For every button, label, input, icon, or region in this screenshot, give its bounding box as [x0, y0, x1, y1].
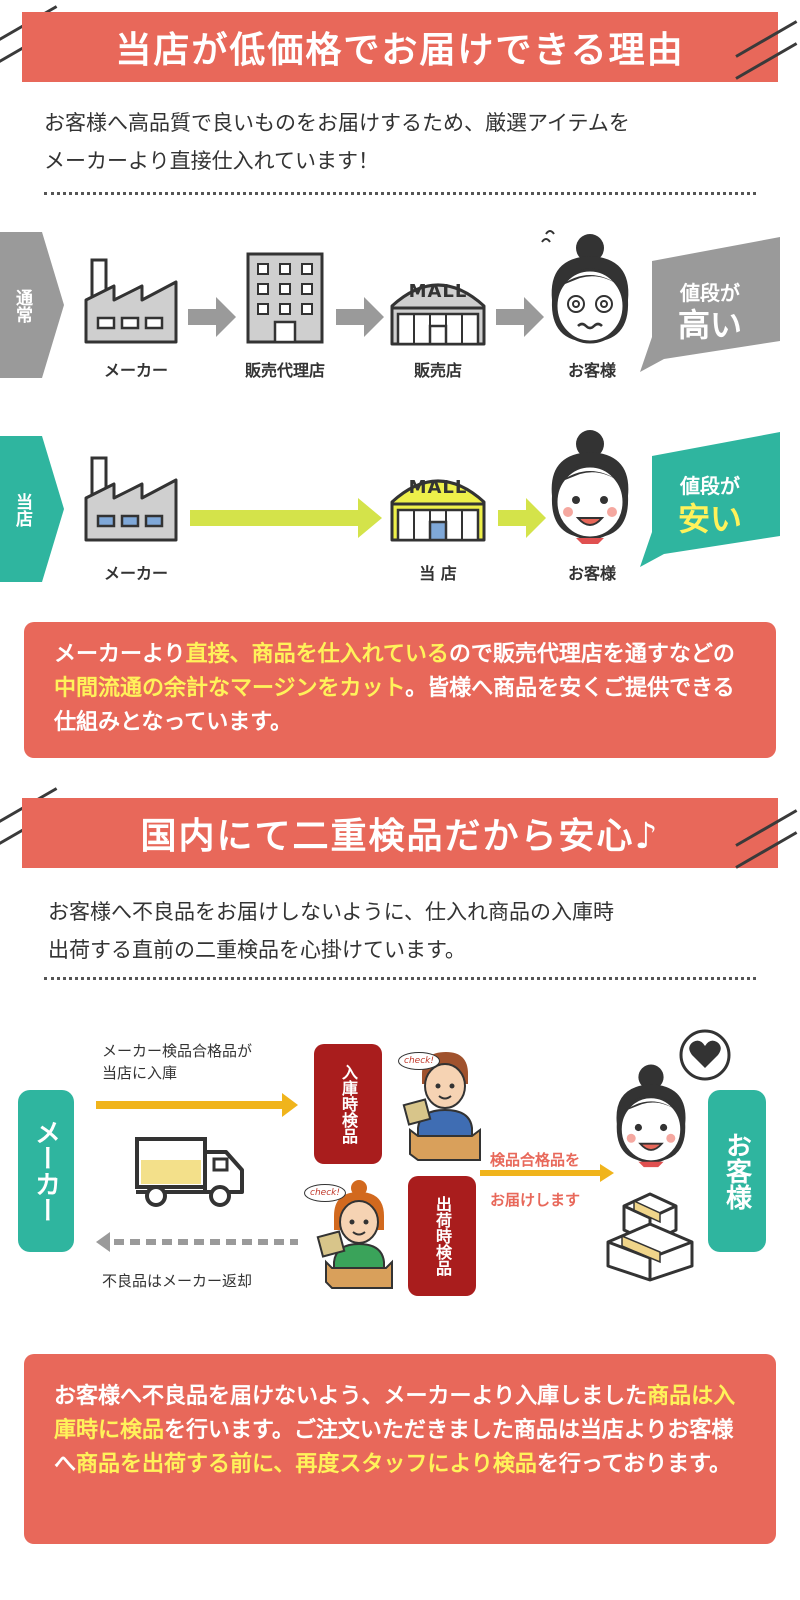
outbound-check-label: 出荷時検品 [433, 1196, 452, 1276]
deliver-note: 検品合格品を お届けします [490, 1140, 620, 1220]
dashed-arrow-left-icon [96, 1232, 298, 1252]
factory-icon [84, 258, 178, 344]
arrow-right-icon [188, 297, 236, 337]
heart-bubble-icon [679, 1029, 731, 1081]
boxes-icon [606, 1192, 694, 1282]
worried-customer-icon [541, 230, 629, 344]
maker-pill: メーカー [18, 1090, 74, 1252]
section1-title: 当店が低価格でお届けできる理由 [115, 30, 685, 71]
section2-title: 国内にて二重検品だから安心♪ [140, 816, 660, 857]
arrival-note: メーカー検品合格品が 当店に入庫 [102, 1040, 312, 1084]
tag-arrow-shape [0, 232, 64, 378]
section1-intro-line1: お客様へ高品質で良いものをお届けするため、厳選アイテムを [44, 111, 630, 135]
office-building-icon [246, 252, 324, 344]
msg-text: ので販売代理店を通すなどの [448, 642, 735, 667]
msg-text: を行っております。 [536, 1452, 731, 1477]
inbound-check-label: 入庫時検品 [339, 1064, 358, 1144]
arrival-note-line1: メーカー検品合格品が [102, 1042, 253, 1060]
section2-intro-line1: お客様へ不良品をお届けしないように、仕入れ商品の入庫時 [48, 900, 614, 924]
section1-title-banner: 当店が低価格でお届けできる理由 [22, 12, 778, 82]
tag-arrow-shape [0, 436, 64, 582]
long-arrow-right-icon [190, 498, 382, 538]
price-low-line1: 値段が [680, 474, 740, 498]
normal-row-tag-text: 通常 [12, 289, 32, 323]
arrow-right-icon [498, 498, 546, 538]
mall-building-icon [390, 479, 486, 542]
dotted-divider [44, 192, 756, 195]
price-badge-shape [640, 237, 780, 372]
section1-intro: お客様へ高品質で良いものをお届けするため、厳選アイテムを メーカーより直接仕入れ… [44, 104, 764, 180]
msg-text: メーカーより [54, 642, 186, 667]
price-badge-shape [640, 432, 780, 567]
mall-building-icon [390, 283, 486, 346]
normal-row-tag: 通常 [0, 232, 64, 378]
maker-pill-label: メーカー [30, 1119, 61, 1223]
msg-highlight: 商品を出荷する前に、再度スタッフにより検品 [76, 1452, 537, 1477]
msg-highlight: 中間流通の余計なマージンをカット [54, 676, 406, 701]
section2-intro: お客様へ不良品をお届けしないように、仕入れ商品の入庫時 出荷する直前の二重検品を… [48, 893, 768, 969]
msg-highlight: 商品は入庫時に検品 [54, 1384, 736, 1443]
happy-customer-icon [616, 1064, 686, 1168]
price-low-line2: 安い [677, 500, 742, 538]
msg-text: お客様へ不良品を届けないよう、メーカーより入庫しました [54, 1384, 648, 1409]
delivery-truck-icon [135, 1137, 244, 1207]
section2-message: お客様へ不良品を届けないよう、メーカーより入庫しました商品は入庫時に検品を行いま… [54, 1380, 746, 1482]
step-label-distributor: 販売代理店 [244, 361, 325, 380]
staff-female-illustration: check! [304, 1180, 394, 1290]
step-label-customer: お客様 [567, 361, 616, 380]
step-label-maker: メーカー [103, 564, 168, 583]
step-label-customer: お客様 [567, 564, 616, 583]
section1-intro-line2: メーカーより直接仕入れています！ [44, 149, 379, 173]
mall-sign: MALL [408, 477, 468, 498]
inbound-check-badge: 入庫時検品 [314, 1044, 382, 1164]
orange-arrow-right-icon [480, 1164, 614, 1182]
staff-male-icon [402, 1052, 481, 1161]
customer-pill-label: お客様 [721, 1132, 752, 1210]
price-high-line2: 高い [677, 306, 742, 344]
section2-intro-line2: 出荷する直前の二重検品を心掛けています。 [48, 938, 466, 962]
check-tag: check! [304, 1184, 346, 1202]
arrow-right-icon [336, 297, 384, 337]
step-label-retailer: 販売店 [413, 361, 462, 380]
customer-pill: お客様 [708, 1090, 766, 1252]
staff-female-icon [316, 1180, 393, 1289]
return-note: 不良品はメーカー返却 [102, 1272, 253, 1290]
deliver-note-line1: 検品合格品を [490, 1151, 581, 1169]
step-label-maker: メーカー [103, 361, 168, 380]
orange-arrow-right-icon [96, 1093, 298, 1117]
msg-highlight: 直接、商品を仕入れている [185, 642, 449, 667]
msg-text: 。皆様へ商品を安くご提供できる仕組みとなっています。 [54, 676, 735, 735]
our-row-tag: 当店 [0, 436, 64, 582]
price-high-line1: 値段が [680, 281, 740, 305]
dotted-divider [44, 977, 756, 980]
outbound-check-badge: 出荷時検品 [408, 1176, 476, 1296]
section2-message-box: お客様へ不良品を届けないよう、メーカーより入庫しました商品は入庫時に検品を行いま… [24, 1354, 776, 1544]
section1-message: メーカーより直接、商品を仕入れているので販売代理店を通すなどの中間流通の余計なマ… [54, 638, 746, 740]
step-label-our-store: 当 店 [419, 564, 457, 583]
arrival-note-line2: 当店に入庫 [102, 1064, 178, 1082]
check-tag: check! [398, 1052, 440, 1070]
msg-text: を行います。ご注文いただきました商品は当店よりお客様へ [54, 1418, 734, 1477]
mall-sign: MALL [408, 281, 468, 302]
our-row-tag-text: 当店 [12, 493, 32, 527]
section1-message-box: メーカーより直接、商品を仕入れているので販売代理店を通すなどの中間流通の余計なマ… [24, 622, 776, 758]
factory-icon [84, 456, 178, 542]
deliver-note-line2: お届けします [490, 1191, 581, 1209]
staff-male-illustration: check! [396, 1044, 484, 1162]
happy-customer-icon [551, 430, 629, 544]
arrow-right-icon [496, 297, 544, 337]
section2-title-banner: 国内にて二重検品だから安心♪ [22, 798, 778, 868]
